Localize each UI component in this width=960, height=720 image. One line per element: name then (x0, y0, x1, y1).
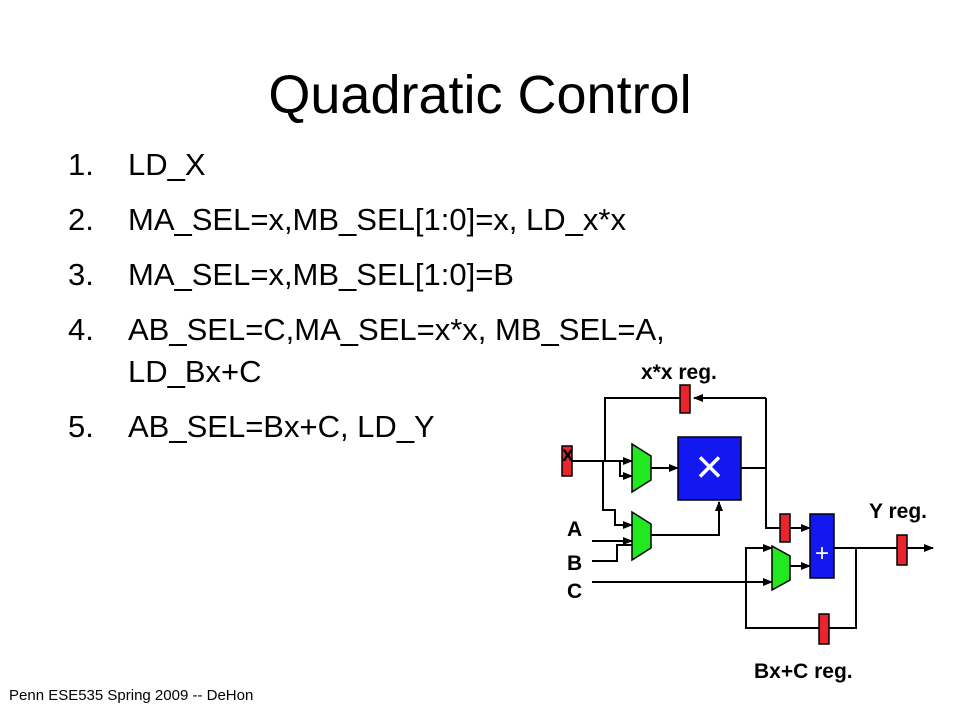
wires (562, 394, 934, 629)
step-number: 1. (68, 147, 94, 182)
y-register (896, 534, 908, 566)
multiplier-unit (677, 436, 742, 501)
bxc-register (818, 613, 830, 645)
bx-register (779, 513, 791, 543)
step-text: MA_SEL=x,MB_SEL[1:0]=B (128, 257, 514, 292)
diagram-labels: x*x reg. x A B C Y reg. Bx+C reg. (562, 361, 927, 683)
step-number: 2. (68, 202, 94, 237)
step-text: LD_Bx+C (128, 354, 262, 389)
multiply-symbol: × (695, 441, 723, 494)
multiplexers (631, 442, 791, 592)
functional-units: × + (677, 436, 835, 579)
wire-bxc-loop-right (829, 548, 857, 629)
a-input-label: A (567, 518, 582, 541)
x-register (561, 445, 573, 477)
wire-x-to-lower-mux (602, 461, 633, 529)
slide-footer: Penn ESE535 Spring 2009 -- DeHon (9, 687, 254, 704)
adder-unit (809, 513, 835, 579)
xx-reg-label: x*x reg. (641, 361, 717, 384)
wire-xreg-to-mux-lower-input (619, 461, 633, 480)
b-input-label: B (567, 552, 582, 575)
wire-product-to-reg (765, 398, 780, 529)
step-number: 5. (68, 409, 94, 444)
registers (561, 384, 908, 645)
multiplier-mux-a (631, 442, 652, 494)
adder-mux (771, 544, 791, 592)
multiplier-mux-b (631, 510, 652, 562)
step-text: MA_SEL=x,MB_SEL[1:0]=x, LD_x*x (128, 202, 626, 237)
slide-title: Quadratic Control (268, 65, 692, 125)
xx-register (679, 384, 691, 414)
wire-b-input (592, 544, 632, 562)
add-symbol: + (815, 540, 829, 567)
step-text: AB_SEL=C,MA_SEL=x*x, MB_SEL=A, (128, 312, 665, 347)
step-text: AB_SEL=Bx+C, LD_Y (128, 409, 435, 444)
step-number: 3. (68, 257, 94, 292)
wire-bxc-loop-left (745, 544, 819, 629)
wire-lower-mux-to-mult (651, 501, 723, 536)
wire-xx-loop-left (604, 397, 686, 461)
bxc-reg-label: Bx+C reg. (754, 660, 853, 683)
c-input-label: C (567, 580, 582, 603)
x-input-label: x (562, 443, 574, 466)
step-text: LD_X (128, 147, 206, 182)
step-number: 4. (68, 312, 94, 347)
y-reg-label: Y reg. (869, 500, 927, 523)
